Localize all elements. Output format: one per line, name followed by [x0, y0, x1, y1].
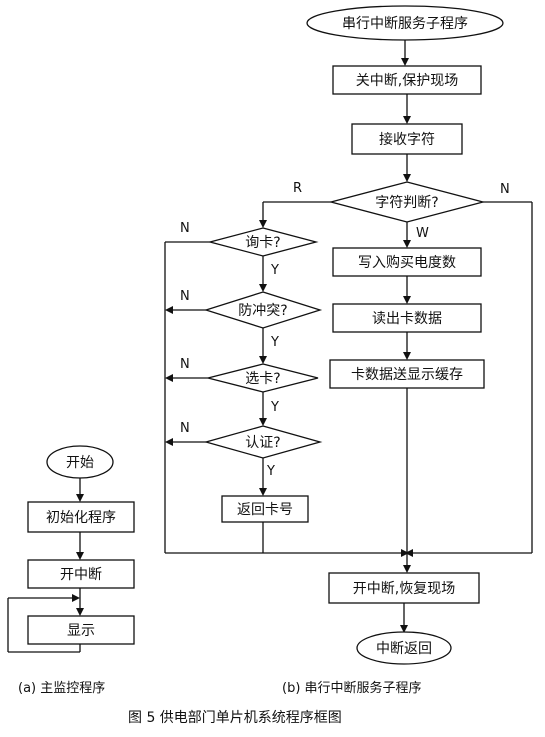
arrowhead	[72, 594, 80, 602]
open-restore-label: 开中断,恢复现场	[353, 580, 455, 597]
arrowhead	[259, 418, 267, 426]
edge-label-y: Y	[270, 400, 279, 415]
edge-label-r: R	[293, 181, 302, 196]
edge-label-n: N	[180, 289, 190, 304]
close-protect-label: 关中断,保护现场	[356, 73, 458, 89]
anticollision-label: 防冲突?	[238, 303, 287, 319]
write-amount-box	[332, 247, 482, 277]
arrowhead	[165, 374, 173, 382]
edge-label-n: N	[500, 182, 510, 197]
figure-title: 图 5 供电部门单片机系统程序框图	[128, 710, 342, 726]
close-protect-box	[332, 65, 482, 95]
edge-label-y: Y	[270, 335, 279, 350]
arrowhead	[259, 488, 267, 496]
return-card-id-label: 返回卡号	[237, 502, 293, 518]
arrowhead	[259, 356, 267, 364]
interrupt-return-label: 中断返回	[376, 641, 432, 657]
char-judge-label: 字符判断?	[375, 195, 438, 211]
send-buffer-box	[329, 359, 485, 389]
arrowhead	[76, 494, 84, 502]
return-card-id-box	[221, 495, 309, 523]
arrowhead	[76, 552, 84, 560]
select-card-label: 选卡?	[245, 371, 280, 387]
edge-label-n: N	[180, 221, 190, 236]
display-label: 显示	[67, 623, 95, 639]
edge-label-n: N	[180, 421, 190, 436]
arrowhead	[259, 220, 267, 228]
inquire-card-label: 询卡?	[245, 235, 280, 251]
display-box	[27, 615, 135, 645]
arrowhead	[403, 352, 411, 360]
arrowhead	[403, 296, 411, 304]
read-card-data-box	[332, 303, 482, 333]
arrowhead	[401, 58, 409, 66]
arrowhead	[400, 625, 408, 633]
open-restore-box	[328, 572, 480, 604]
arrowhead	[403, 565, 411, 573]
arrowhead	[403, 240, 411, 248]
authenticate-label: 认证?	[245, 435, 280, 451]
edge-label-n: N	[180, 357, 190, 372]
arrowhead	[403, 116, 411, 124]
caption-b: (b) 串行中断服务子程序	[282, 680, 422, 696]
receive-char-label: 接收字符	[379, 131, 435, 148]
edge-label-y: Y	[266, 464, 275, 479]
arrowhead	[165, 306, 173, 314]
caption-a: (a) 主监控程序	[18, 681, 105, 696]
read-card-data-label: 读出卡数据	[372, 310, 442, 327]
main-start-label: 开始	[66, 455, 94, 471]
write-amount-label: 写入购买电度数	[358, 255, 456, 271]
open-int-box	[27, 559, 135, 589]
serial-isr-start-label: 串行中断服务子程序	[342, 16, 468, 32]
edge-label-y: Y	[270, 263, 279, 278]
arrowhead	[165, 438, 173, 446]
arrowhead	[259, 284, 267, 292]
interrupt-return-terminal	[356, 631, 452, 665]
edge-label-w: W	[416, 226, 429, 241]
arrowhead	[401, 549, 409, 557]
init-label: 初始化程序	[46, 509, 116, 526]
arrowhead	[403, 174, 411, 182]
arrowhead	[76, 608, 84, 616]
open-int-label: 开中断	[60, 567, 102, 583]
send-buffer-label: 卡数据送显示缓存	[351, 367, 463, 383]
init-box	[27, 501, 135, 533]
